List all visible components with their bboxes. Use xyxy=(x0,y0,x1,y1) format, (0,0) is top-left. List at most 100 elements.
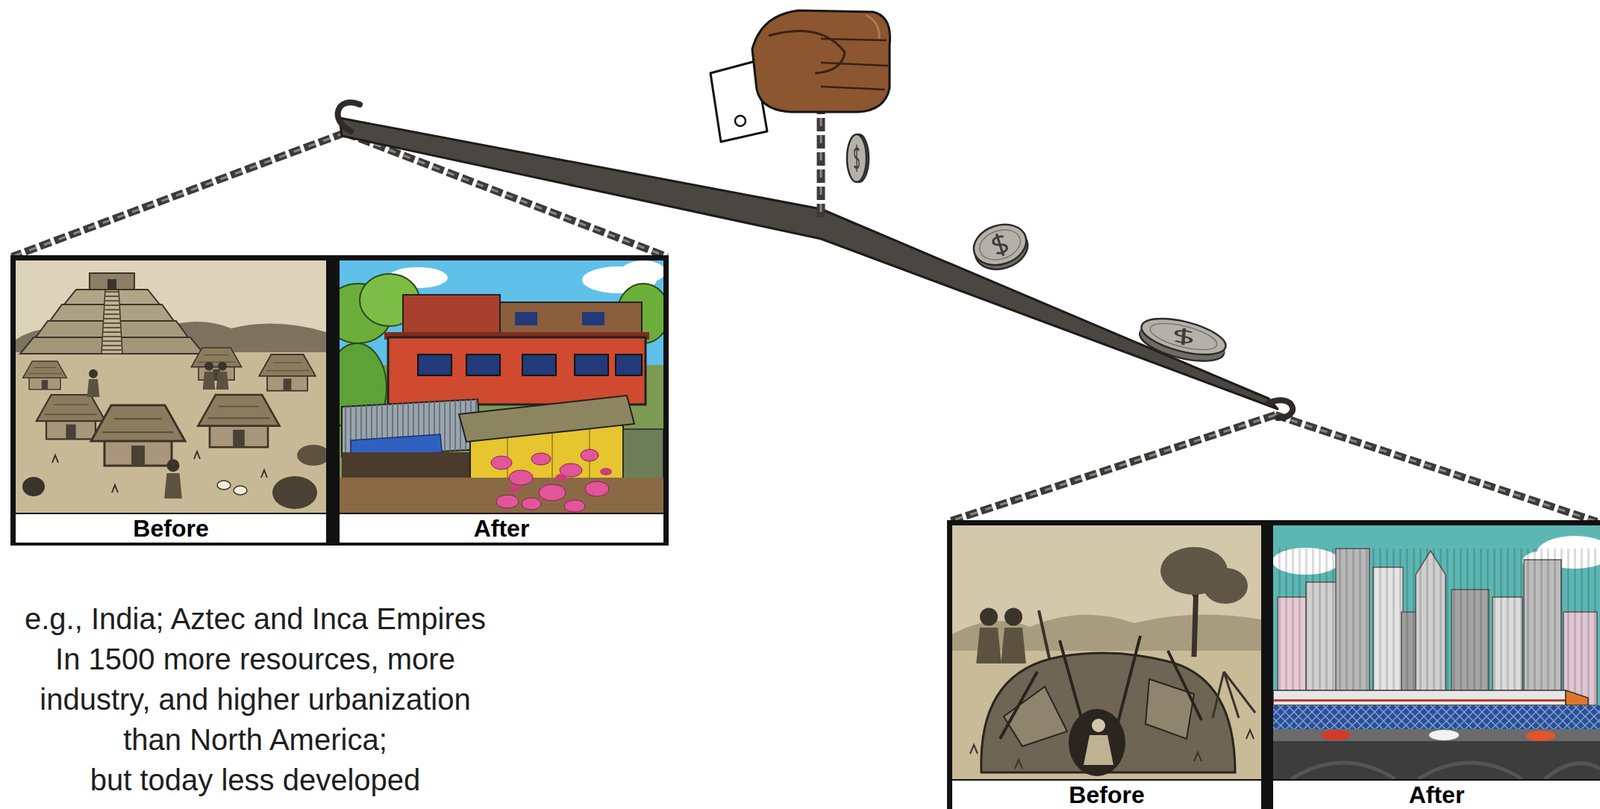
town-today-scene xyxy=(582,311,605,326)
town-today-scene xyxy=(564,500,586,512)
town-today-scene xyxy=(600,467,612,476)
hand xyxy=(752,10,891,112)
town-today-scene xyxy=(341,399,482,457)
modern-city-scene xyxy=(1320,729,1351,741)
town-today-scene xyxy=(508,470,533,486)
chain xyxy=(11,132,345,257)
camp-scene xyxy=(952,525,1262,780)
modern-city-scene xyxy=(1273,525,1600,780)
town-today-scene xyxy=(341,399,482,457)
hand xyxy=(735,115,746,127)
coin xyxy=(968,217,1033,272)
town-today-scene xyxy=(339,260,664,513)
town-today-scene xyxy=(555,473,568,482)
ancient-city-scene xyxy=(101,289,123,354)
ancient-city-scene xyxy=(164,458,183,499)
hand xyxy=(768,31,845,74)
chain xyxy=(948,414,1276,522)
ancient-city-scene xyxy=(191,347,242,380)
modern-city-scene xyxy=(1565,690,1589,706)
modern-city-scene xyxy=(1291,762,1600,780)
ancient-city-scene xyxy=(107,279,117,290)
coin xyxy=(1147,317,1220,355)
modern-city-scene xyxy=(1273,705,1600,730)
caption-text: After xyxy=(473,514,530,542)
note-text: but today less developed xyxy=(1,759,509,800)
town-today-scene xyxy=(508,467,612,493)
town-today-scene xyxy=(521,497,542,510)
town-today-scene xyxy=(417,354,452,376)
camp-scene xyxy=(1068,708,1126,777)
modern-city-scene xyxy=(1273,690,1566,706)
hand xyxy=(820,38,889,90)
town-today-scene xyxy=(574,354,609,376)
camp-scene xyxy=(1000,608,1027,664)
town-today-scene xyxy=(496,494,519,509)
scale-beam xyxy=(1268,400,1293,418)
town-today-scene xyxy=(458,395,635,442)
camp-scene xyxy=(1083,735,1114,765)
camp-scene xyxy=(952,650,1262,780)
caption-box: Before xyxy=(952,780,1262,809)
chain xyxy=(11,132,1598,522)
town-today-scene xyxy=(522,354,556,376)
modern-city-scene xyxy=(1526,730,1556,742)
modern-city-scene xyxy=(1429,729,1459,741)
modern-city-scene xyxy=(1273,729,1600,742)
ancient-city-scene xyxy=(197,394,280,448)
camp-scene xyxy=(970,729,1254,769)
coin xyxy=(1136,311,1230,369)
ancient-city-scene xyxy=(15,260,327,513)
camp-scene xyxy=(1202,567,1248,604)
scale-beam xyxy=(338,102,360,132)
camp-scene xyxy=(976,608,1002,664)
hand xyxy=(865,14,880,39)
town-today-scene xyxy=(623,429,664,482)
coin xyxy=(1174,327,1192,346)
town-today-scene xyxy=(531,452,551,465)
ancient-city-scene xyxy=(216,361,230,390)
town-today-scene xyxy=(339,260,664,513)
ancient-city-scene xyxy=(272,476,318,509)
hand xyxy=(710,10,891,142)
ancient-city-scene xyxy=(297,444,327,466)
caption-box: After xyxy=(1273,780,1600,809)
ancient-city-scene xyxy=(217,480,231,490)
town-today-scene xyxy=(514,311,538,326)
ancient-city-scene xyxy=(258,354,316,392)
chain xyxy=(820,100,822,218)
caption-text: After xyxy=(1408,781,1465,809)
chain xyxy=(1275,414,1598,522)
coin xyxy=(847,134,869,183)
chain xyxy=(820,100,823,218)
coin xyxy=(847,134,867,183)
coin xyxy=(991,232,1009,258)
town-today-scene xyxy=(615,354,642,376)
ancient-city-scene xyxy=(87,369,100,398)
ancient-city-scene xyxy=(15,352,327,513)
modern-city-scene xyxy=(1273,699,1566,702)
ancient-city-scene xyxy=(91,405,186,466)
town-today-scene xyxy=(491,449,609,512)
caption-text: Before xyxy=(132,514,209,542)
chain xyxy=(1275,414,1598,522)
ancient-city-scene xyxy=(23,361,68,390)
ancient-city-scene xyxy=(233,485,248,495)
ancient-city-scene xyxy=(52,451,268,493)
chain xyxy=(817,100,826,218)
coin xyxy=(847,134,1230,368)
caption-box: Before xyxy=(15,514,327,543)
ancient-city-scene xyxy=(202,361,216,390)
caption-box: After xyxy=(339,514,664,543)
camp-scene xyxy=(1091,718,1106,733)
coin xyxy=(968,217,1033,276)
ancient-city-scene xyxy=(89,273,135,290)
coin xyxy=(975,224,1024,265)
coin xyxy=(1138,311,1230,362)
picture-frame xyxy=(947,520,1600,809)
modern-city-scene xyxy=(1273,705,1600,730)
town-today-scene xyxy=(620,260,664,283)
coin xyxy=(854,144,860,172)
note-text: e.g., India; Aztec and Inca Empires xyxy=(1,598,509,639)
picture-frame xyxy=(10,255,669,546)
